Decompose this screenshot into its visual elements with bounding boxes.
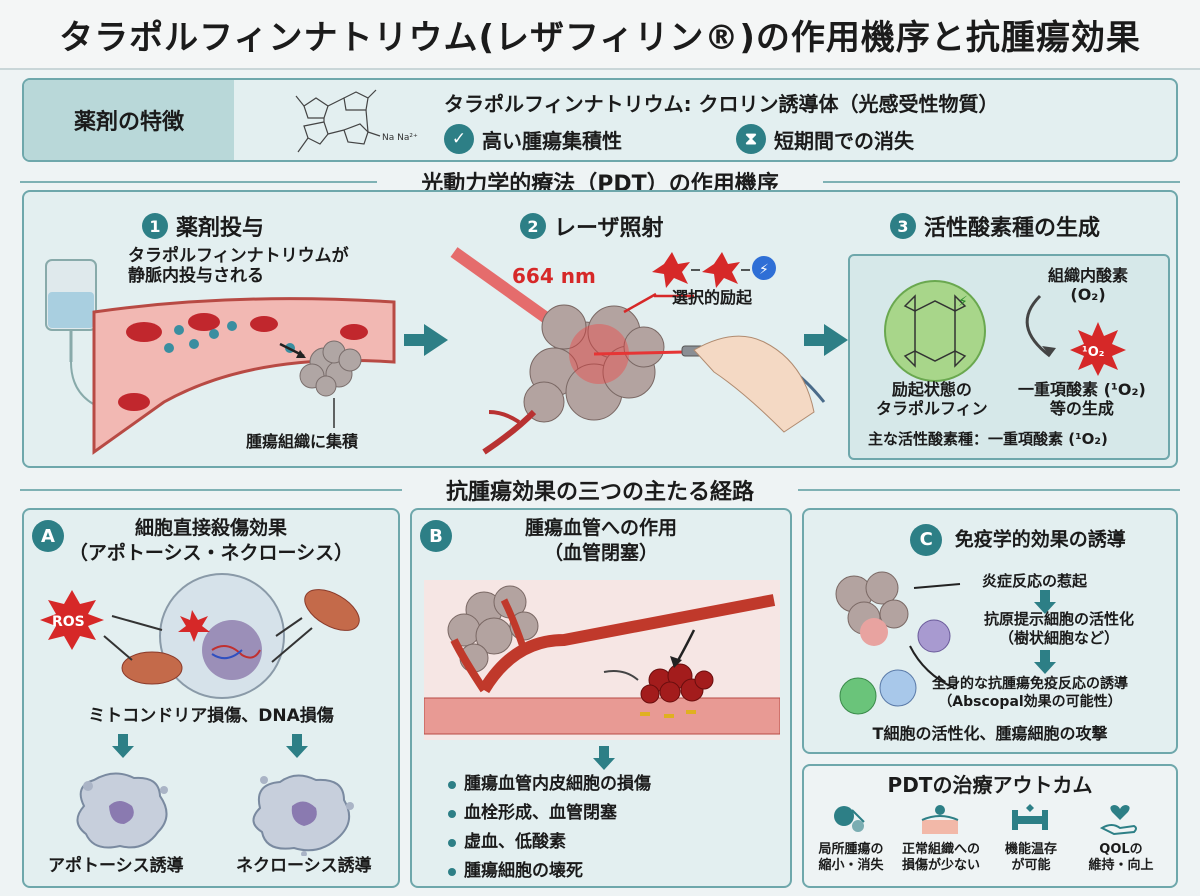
feature-clearance-label: 短期間での消失 [774, 128, 914, 153]
route-a-letter: A [32, 520, 64, 552]
cell-damage-illustration: ROS [40, 573, 360, 699]
flow-arrow-2 [804, 324, 848, 356]
outcome-item-2: 正常組織への 損傷が少ない [901, 842, 980, 873]
route-a-title: 細胞直接殺傷効果 （アポトーシス・ネクローシス） [68, 517, 354, 564]
check-icon: ✓ [444, 124, 474, 154]
excited-talaporfin-icon: ⚡ [884, 280, 986, 382]
svg-text:⚡: ⚡ [759, 262, 769, 278]
necrosis-label: ネクローシス誘導 [236, 856, 372, 876]
list-item: 腫瘍細胞の壊死 [448, 857, 651, 886]
routes-heading: 抗腫瘍効果の三つの主たる経路 [0, 474, 1200, 506]
down-arrow-icon [286, 734, 308, 758]
step1-label: 薬剤投与 [176, 216, 265, 241]
t-cell-activation-step: T細胞の活性化、腫瘍細胞の攻撃 [872, 724, 1108, 743]
feature-clearance: ⧗ 短期間での消失 [736, 124, 914, 154]
route-b-letter: B [420, 520, 452, 552]
step1-description: タラポルフィンナトリウムが 静脈内投与される [128, 246, 349, 287]
route-a-panel: A 細胞直接殺傷効果 （アポトーシス・ネクローシス） ROS ミトコンドリア損傷… [22, 508, 400, 888]
svg-text:Na Na²⁺: Na Na²⁺ [382, 133, 418, 143]
step1-title: 1 薬剤投与 [142, 210, 264, 242]
list-item: 血栓形成、血管閉塞 [448, 799, 651, 828]
feature-accumulation-label: 高い腫瘍集積性 [482, 128, 622, 153]
function-preservation-icon [1012, 804, 1048, 830]
singlet-oxygen-burst-icon: ¹O₂ [1070, 322, 1126, 376]
divider [20, 181, 378, 183]
singlet-oxygen-product: 一重項酸素 (¹O₂) 等の生成 [1018, 380, 1146, 419]
route-c-letter: C [910, 524, 943, 556]
apoptosis-cell-icon [76, 772, 168, 849]
laser-irradiation-illustration: ⚡ [450, 247, 826, 455]
flow-arrow-1 [404, 324, 448, 356]
down-arrow-icon [1034, 650, 1056, 674]
title-bar: タラポルフィンナトリウム(レザフィリン®)の作用機序と抗腫瘍効果 [0, 0, 1200, 70]
list-item: 虚血、低酸素 [448, 828, 651, 857]
pdt-mechanism-panel: 1 薬剤投与 タラポルフィンナトリウムが 静脈内投与される 腫瘍組織に集積 2 … [22, 190, 1178, 468]
step3-number: 3 [890, 213, 916, 239]
down-arrow-icon [1034, 590, 1056, 614]
treatment-outcome-panel: PDTの治療アウトカム 局所腫瘍の 縮小・消失 正常組織への 損傷が少ない 機能… [802, 764, 1178, 888]
systemic-immunity-step: 全身的な抗腫瘍免疫反応の誘導 （Abscopal効果の可能性） [932, 676, 1128, 710]
feature-accumulation: ✓ 高い腫瘍集積性 [444, 124, 622, 154]
route-c-title: C 免疫学的効果の誘導 [832, 524, 1200, 556]
step2-label: レーザ照射 [554, 216, 664, 241]
routes-heading-text: 抗腫瘍効果の三つの主たる経路 [436, 474, 765, 506]
necrosis-cell-icon [252, 774, 354, 856]
outcome-item-1: 局所腫瘍の 縮小・消失 [818, 842, 884, 873]
inflammation-step: 炎症反応の惹起 [982, 572, 1088, 590]
step1-caption: 腫瘍組織に集積 [246, 432, 359, 451]
svg-text:¹O₂: ¹O₂ [1082, 345, 1104, 360]
apoptosis-label: アポトーシス誘導 [48, 856, 184, 876]
list-item: 腫瘍血管内皮細胞の損傷 [448, 770, 651, 799]
outcome-item-3: 機能温存 が可能 [1004, 842, 1057, 873]
hourglass-icon: ⧗ [736, 124, 766, 154]
vascular-effects-list: 腫瘍血管内皮細胞の損傷 血栓形成、血管閉塞 虚血、低酸素 腫瘍細胞の壊死 [448, 770, 651, 886]
route-b-title: 腫瘍血管への作用 （血管閉塞） [524, 517, 677, 564]
features-label: 薬剤の特徴 [24, 80, 234, 160]
step3-label: 活性酸素種の生成 [924, 216, 1101, 241]
route-b-panel: B 腫瘍血管への作用 （血管閉塞） 腫瘍血管内皮細胞の損傷 血栓形成、血管閉塞 … [410, 508, 792, 888]
conversion-arrow-icon [1025, 294, 1056, 358]
tissue-oxygen-label: 組織内酸素 (O₂) [1048, 266, 1129, 305]
drug-features-panel: 薬剤の特徴 Na Na²⁺ タラポルフィンナトリウム: クロリン誘導体（光感受性… [22, 78, 1178, 162]
svg-text:⚡: ⚡ [958, 294, 968, 310]
down-arrow-icon [593, 746, 615, 770]
outcome-item-4: QOLの 維持・向上 [1088, 842, 1154, 873]
blood-vessel-illustration [45, 259, 396, 455]
main-ros-label: 主な活性酸素種：一重項酸素 (¹O₂) [868, 430, 1108, 448]
damage-label: ミトコンドリア損傷、DNA損傷 [88, 706, 334, 726]
route-c-title-text: 免疫学的効果の誘導 [954, 528, 1126, 551]
step2-title: 2 レーザ照射 [520, 210, 664, 242]
divider [20, 489, 402, 491]
selective-excitation-label: 選択的励起 [672, 288, 753, 307]
tumor-shrink-icon [834, 806, 865, 832]
outcome-title: PDTの治療アウトカム [887, 773, 1093, 797]
features-main-text: タラポルフィンナトリウム: クロリン誘導体（光感受性物質） [444, 92, 999, 116]
svg-text:ROS: ROS [52, 614, 85, 630]
step1-number: 1 [142, 213, 168, 239]
tumor-vessel-illustration [424, 580, 780, 740]
normal-tissue-icon [921, 805, 959, 834]
divider [798, 489, 1181, 491]
immune-response-illustration [835, 571, 961, 715]
step2-number: 2 [520, 213, 546, 239]
route-c-panel: C 免疫学的効果の誘導 炎症反応の惹起 抗原提示細胞の活性化 （樹状細胞など） … [802, 508, 1178, 754]
qol-heart-hand-icon [1100, 805, 1137, 836]
apc-activation-step: 抗原提示細胞の活性化 （樹状細胞など） [984, 610, 1135, 647]
page-title: タラポルフィンナトリウム(レザフィリン®)の作用機序と抗腫瘍効果 [59, 17, 1141, 58]
step3-title: 3 活性酸素種の生成 [890, 210, 1100, 242]
divider [822, 181, 1180, 183]
laser-wavelength: 664 nm [512, 264, 596, 288]
molecule-structure-icon: Na Na²⁺ [295, 89, 418, 153]
excited-state-label: 励起状態の タラポルフィン [876, 380, 988, 419]
ros-generation-box: ⚡ 励起状態の タラポルフィン 組織内酸素 (O₂) ¹O₂ 一重項酸素 (¹O… [848, 254, 1170, 460]
down-arrow-icon [112, 734, 134, 758]
